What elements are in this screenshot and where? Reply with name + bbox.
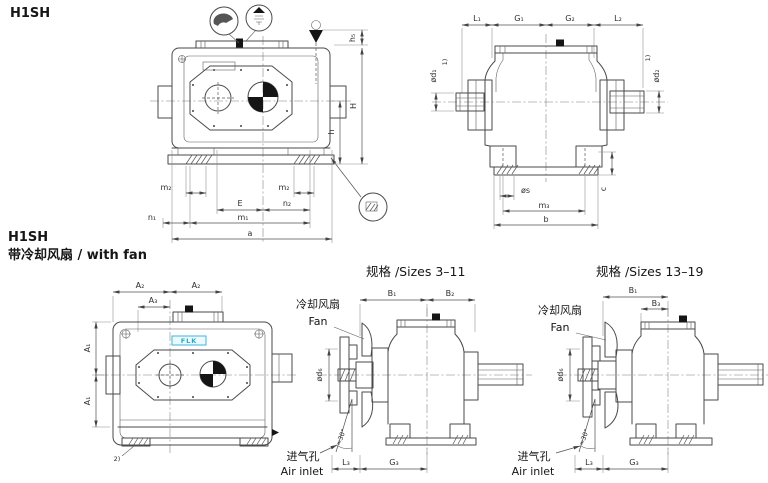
- air-inlet-label-cn-large: 进气孔: [518, 449, 551, 463]
- dim-label-d1: ød₁: [429, 69, 438, 82]
- fan-front-view-small: B₁ B₂: [281, 289, 532, 478]
- dim-label-A2-right: A₂: [192, 281, 201, 290]
- dim-label-d2: ød₂: [652, 69, 661, 82]
- dim-label-B1-large: B₁: [629, 286, 638, 295]
- center-of-gravity-icon: [199, 360, 227, 388]
- fan-label-en: Fan: [308, 315, 327, 328]
- dim-label-B1: B₁: [388, 289, 397, 298]
- dim-label-n2: n₂: [283, 199, 291, 208]
- dim-label-h5: h₅: [348, 34, 357, 42]
- brand-logo-text: FLK: [181, 337, 198, 345]
- dim-label-L1: L₁: [473, 14, 481, 23]
- dim-label-B2: B₂: [446, 289, 455, 298]
- dim-label-L3-large: L₃: [585, 458, 593, 467]
- brand-nameplate: [171, 335, 207, 346]
- fan-section-model: H1SH: [8, 230, 49, 245]
- angle-label-large: ≈30°: [577, 428, 591, 447]
- cooling-fan: [337, 322, 374, 428]
- eyebolt: [309, 20, 323, 84]
- dim-label-G3: G₃: [389, 458, 398, 467]
- dim-label-s: øs: [521, 186, 530, 195]
- dim-label-n1: n₁: [148, 213, 156, 222]
- dim-label-L2: L₂: [614, 14, 622, 23]
- dim-label-G1: G₁: [514, 14, 523, 23]
- dim-label-m1: m₁: [238, 213, 249, 222]
- dim-label-A3: A₃: [149, 296, 158, 305]
- dim-label-m3: m₃: [539, 201, 550, 210]
- fan-front-view-large: B₁ B₃: [512, 286, 768, 478]
- dim-label-B3: B₃: [652, 299, 661, 308]
- air-inlet-label-en-large: Air inlet: [512, 465, 555, 478]
- dim-label-E: E: [237, 199, 242, 208]
- dim-label-A2-left: A₂: [136, 281, 145, 290]
- fan-label-en-large: Fan: [550, 321, 569, 334]
- oil-plug-detail-icon: [209, 6, 240, 44]
- bolt-dots: [192, 69, 288, 127]
- dim-label-G3-large: G₃: [629, 458, 638, 467]
- page-title-h1sh: H1SH: [10, 6, 51, 21]
- dim-label-A1-lower: A₁: [83, 397, 92, 406]
- fan-label-cn-large: 冷却风扇: [538, 303, 582, 317]
- dim-label-L3: L₃: [342, 458, 350, 467]
- air-inlet-label-cn: 进气孔: [287, 449, 320, 463]
- bolt-dots: [138, 352, 248, 398]
- dim-label-a: a: [248, 229, 253, 238]
- angle-label: ≈30°: [334, 428, 348, 447]
- fan-section-variant: 带冷却风扇 / with fan: [8, 248, 147, 263]
- footnote-1-left: 1): [441, 59, 449, 66]
- dim-label-h: h: [327, 129, 336, 134]
- cooling-fan: [577, 321, 619, 429]
- dim-label-A1-upper: A₁: [83, 344, 92, 353]
- dim-label-m2-left: m₂: [161, 183, 172, 192]
- dim-label-c: c: [599, 187, 608, 191]
- gearbox-front-view: L₁ G₁ G₂ L₂: [429, 14, 668, 229]
- sizes-13-19-header: 规格 /Sizes 13–19: [596, 264, 704, 279]
- air-inlet-label-en: Air inlet: [281, 465, 324, 478]
- dim-label-d6-large: ød₆: [556, 368, 565, 381]
- dim-label-d6: ød₆: [315, 368, 324, 381]
- dim-label-m2-right: m₂: [279, 183, 290, 192]
- footnote-2: 2): [114, 455, 121, 463]
- breather-valve-detail-icon: [245, 4, 273, 42]
- fan-gearbox-top-view: A₂ A₂ A₃ A₁ A₁: [83, 281, 298, 463]
- dim-label-H: H: [349, 103, 358, 109]
- dim-label-G2: G₂: [565, 14, 574, 23]
- gearbox-side-view: h₅ H h m₂ m₂ E n₂ n₁ m₁ a: [148, 4, 388, 243]
- footnote-1-right: 1): [644, 55, 652, 62]
- drain-plug-detail-icon: [330, 157, 388, 222]
- fan-label-cn: 冷却风扇: [296, 297, 340, 311]
- dim-label-b: b: [543, 215, 548, 224]
- center-of-gravity-icon: [247, 81, 279, 113]
- sizes-3-11-header: 规格 /Sizes 3–11: [366, 264, 466, 279]
